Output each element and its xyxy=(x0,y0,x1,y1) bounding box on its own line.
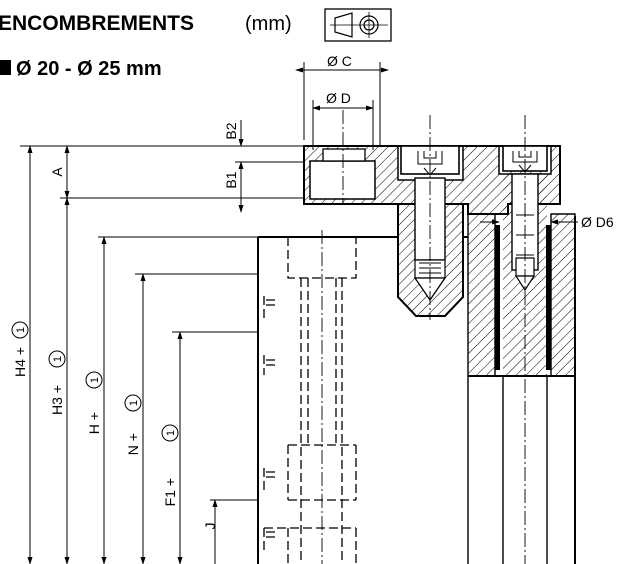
note-1-ref: 1 xyxy=(128,400,140,406)
dim-label-h: H + xyxy=(86,412,102,434)
dim-label-c: Ø C xyxy=(327,53,352,69)
dim-label-b2: B2 xyxy=(223,122,239,139)
dim-label-j: J xyxy=(202,523,218,530)
note-1-ref: 1 xyxy=(165,430,177,436)
dimension-lines xyxy=(20,62,578,564)
dim-label-n: N + xyxy=(125,433,141,455)
note-1-circle-icon xyxy=(161,424,179,442)
header-title: ENCOMBREMENTS xyxy=(0,12,194,35)
note-1-circle-icon xyxy=(85,371,103,389)
dim-label-h4-group: H4 + 1 xyxy=(11,321,29,377)
first-angle-projection-icon xyxy=(324,8,392,42)
bullet-square-icon xyxy=(0,60,11,75)
dim-label-h3: H3 + xyxy=(49,385,65,415)
dim-label-h4: H4 + xyxy=(12,347,28,377)
dim-label-b1: B1 xyxy=(223,171,239,188)
screw-left xyxy=(397,177,464,317)
dim-label-f1: F1 + xyxy=(162,478,178,506)
note-1-circle-icon xyxy=(124,394,142,412)
hidden-bore xyxy=(263,237,357,564)
header-subtitle: Ø 20 - Ø 25 mm xyxy=(16,58,162,80)
note-1-ref: 1 xyxy=(15,327,27,333)
note-1-ref: 1 xyxy=(89,377,101,383)
tube-body xyxy=(257,213,576,564)
header-unit: (mm) xyxy=(245,13,292,35)
dim-label-h-group: H + 1 xyxy=(85,371,103,434)
note-1-circle-icon xyxy=(48,350,66,368)
note-1-ref: 1 xyxy=(52,356,64,362)
centre-lines xyxy=(321,110,526,564)
note-1-circle-icon xyxy=(11,321,29,339)
dim-label-d6: Ø D6 xyxy=(581,214,614,230)
dim-label-h3-group: H3 + 1 xyxy=(48,350,66,415)
dim-label-d: Ø D xyxy=(326,90,351,106)
dim-label-n-group: N + 1 xyxy=(124,394,142,455)
dim-label-f1-group: F1 + 1 xyxy=(161,424,179,506)
dim-label-a: A xyxy=(49,167,65,177)
